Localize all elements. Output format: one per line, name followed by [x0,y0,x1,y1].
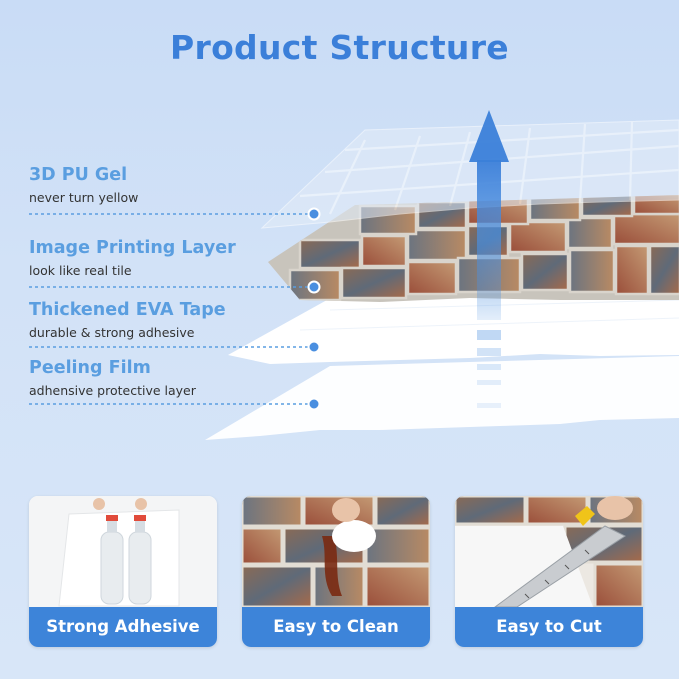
layer-name: 3D PU Gel [29,165,128,185]
pointer-dot-eva [307,340,321,354]
layer-name: Peeling Film [29,358,151,378]
peeling-film-layer [205,356,679,440]
page-title: Product Structure [170,28,509,67]
pointer-dot-printing [307,280,321,294]
layer-name: Thickened EVA Tape [29,300,226,320]
feature-cards: Strong Adhesive Easy to Clean [0,492,679,652]
pointer-dot-film [307,397,321,411]
layer-label-printing: Image Printing Layer look like real tile [29,238,236,278]
layer-description: look like real tile [29,263,132,278]
cutting-tile-image [455,496,643,607]
feature-label: Strong Adhesive [29,607,217,647]
layer-label-pu-gel: 3D PU Gel never turn yellow [29,165,138,205]
bottles-image [29,496,217,607]
feature-card-strong-adhesive: Strong Adhesive [29,496,217,647]
layer-stack-illustration [29,110,679,440]
feature-label: Easy to Clean [242,607,430,647]
eva-tape-layer [228,280,679,364]
pointer-dot-pu-gel [307,207,321,221]
layer-description: adhensive protective layer [29,383,196,398]
wiping-tile-image [242,496,430,607]
upward-arrow-icon [469,110,509,408]
layer-label-eva: Thickened EVA Tape durable & strong adhe… [29,300,226,340]
layer-name: Image Printing Layer [29,238,236,258]
layer-description: durable & strong adhesive [29,325,195,340]
layer-description: never turn yellow [29,190,139,205]
feature-card-easy-clean: Easy to Clean [242,496,430,647]
pu-gel-layer [260,119,679,229]
layer-label-film: Peeling Film adhensive protective layer [29,358,196,398]
image-printing-layer [268,195,679,302]
feature-label: Easy to Cut [455,607,643,647]
feature-card-easy-cut: Easy to Cut [455,496,643,647]
